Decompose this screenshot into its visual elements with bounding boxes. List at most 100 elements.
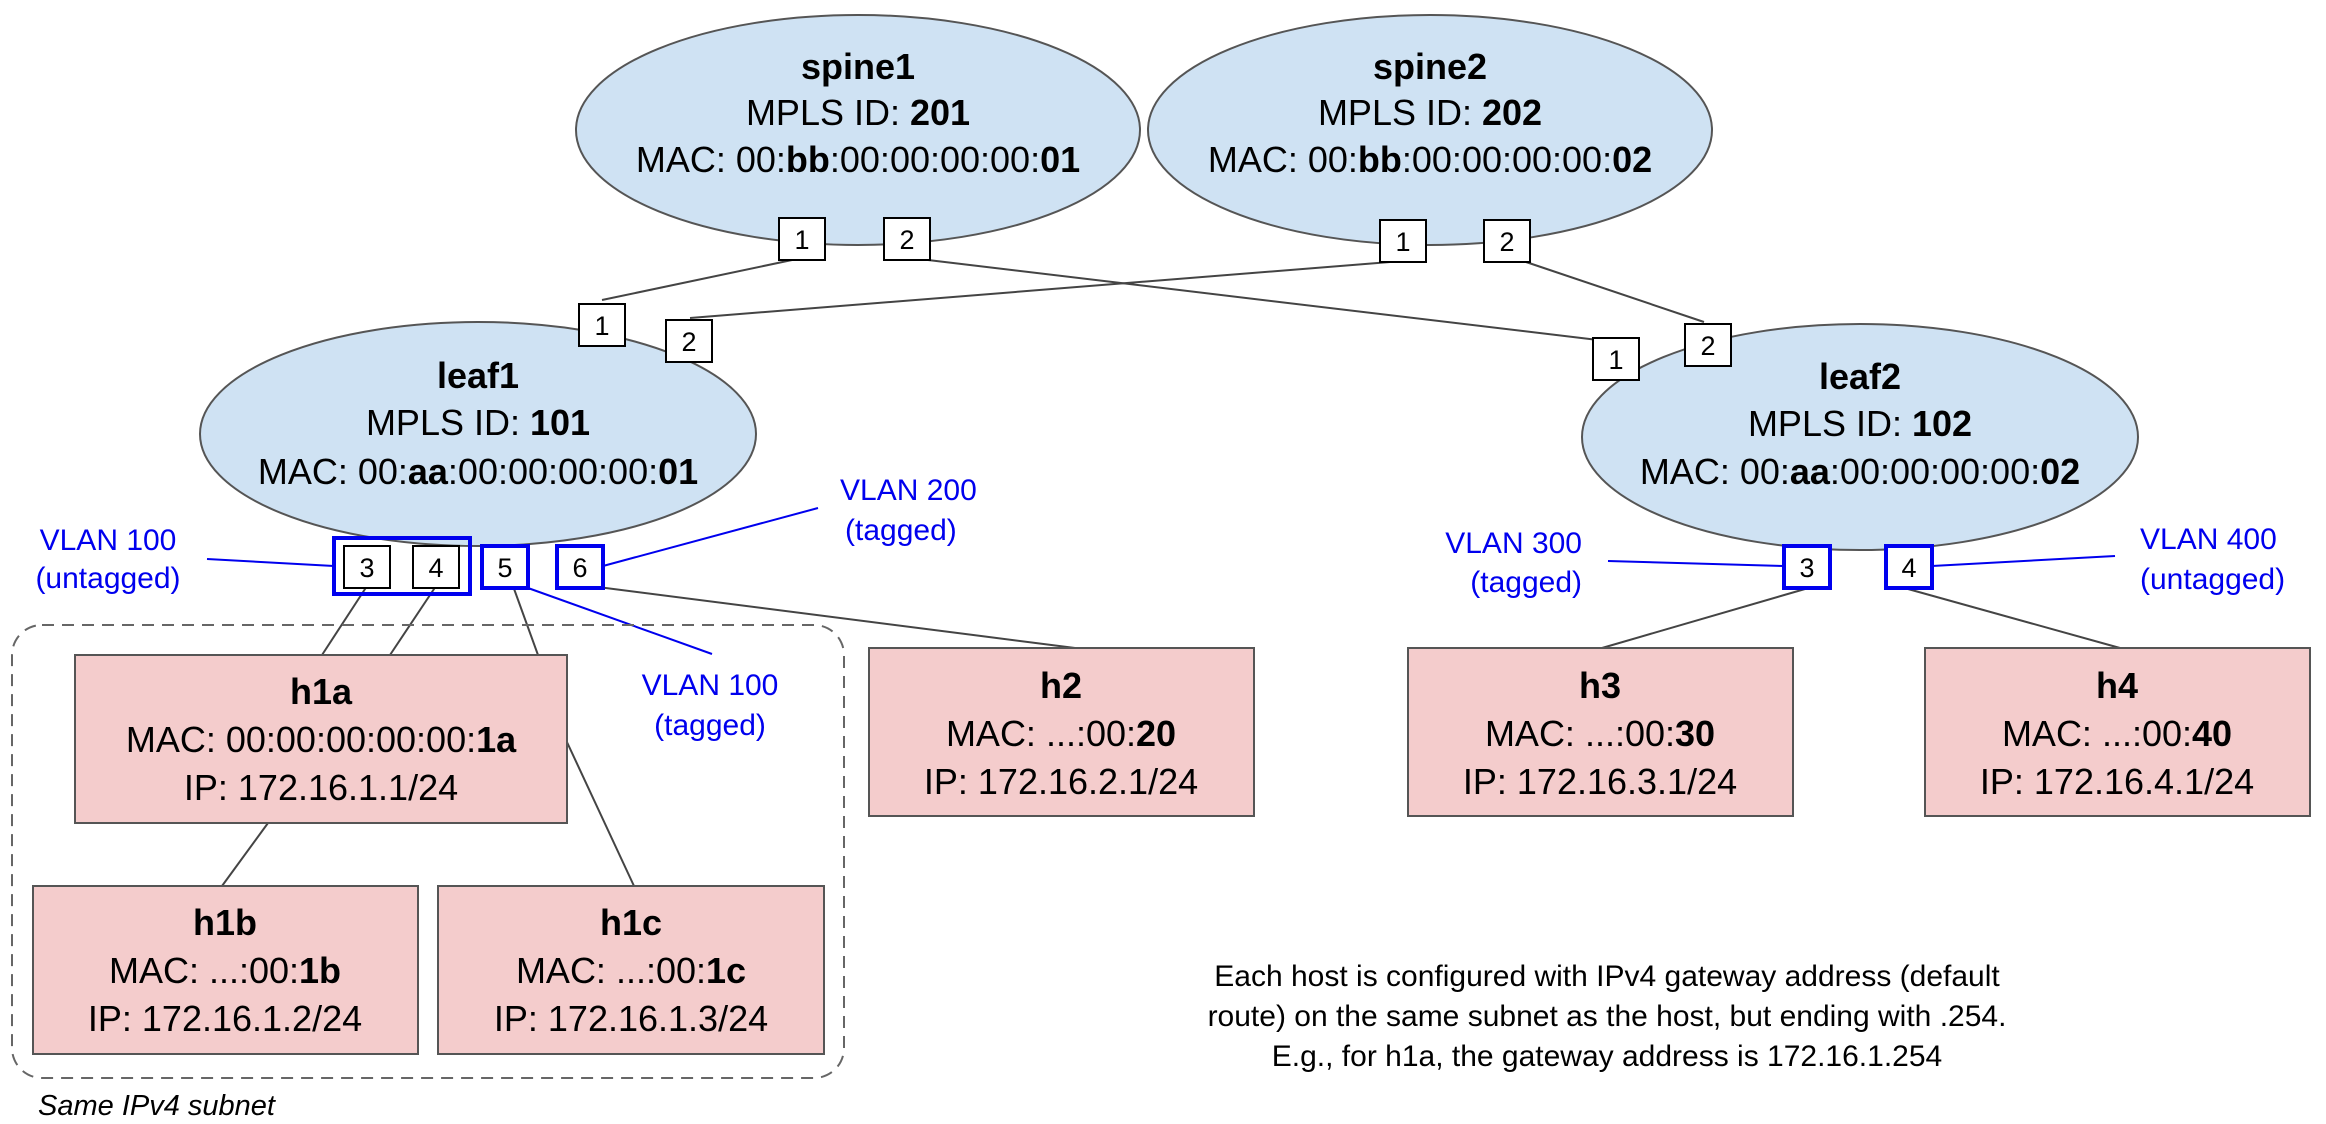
host-h4-mac: MAC: ...:00:40	[2002, 713, 2232, 754]
gateway-note-line1: Each host is configured with IPv4 gatewa…	[1214, 960, 2000, 993]
switch-spine1-mpls: MPLS ID: 201	[746, 92, 970, 133]
switch-leaf2-name: leaf2	[1819, 356, 1901, 397]
host-h2-mac: MAC: ...:00:20	[946, 713, 1176, 754]
switch-spine2-mac: MAC: 00:bb:00:00:00:00:02	[1208, 139, 1652, 180]
svg-text:2: 2	[899, 225, 914, 255]
host-h1a-name: h1a	[290, 671, 353, 712]
vlan-pointer-leaf2-3	[1607, 560, 1785, 567]
host-h2-name: h2	[1040, 665, 1082, 706]
host-h3-mac: MAC: ...:00:30	[1485, 713, 1715, 754]
svg-text:2: 2	[681, 327, 696, 357]
vlan-label-leaf2-4-line2: (untagged)	[2140, 563, 2285, 596]
svg-text:1: 1	[594, 311, 609, 341]
vlan-label-leaf1-3-4-line1: VLAN 100	[40, 524, 177, 557]
svg-text:1: 1	[794, 225, 809, 255]
port-leaf1-6: 6	[555, 544, 605, 590]
link-leaf1-p4-h1a	[389, 585, 437, 656]
switch-spine2-mpls: MPLS ID: 202	[1318, 92, 1542, 133]
vlan-pointer-leaf1-5	[527, 587, 713, 655]
vlan-label-leaf1-6-line2: (tagged)	[845, 514, 957, 547]
subnet-group-box	[11, 624, 845, 1079]
port-leaf2-2: 2	[1684, 323, 1732, 367]
vlan-label-leaf2-4-line1: VLAN 400	[2140, 523, 2277, 556]
switch-leaf1: leaf1 MPLS ID: 101 MAC: 00:aa:00:00:00:0…	[199, 321, 757, 547]
host-h3-name: h3	[1579, 665, 1621, 706]
switch-leaf1-mac: MAC: 00:aa:00:00:00:00:01	[258, 451, 698, 492]
host-h3-ip: IP: 172.16.3.1/24	[1463, 761, 1737, 802]
switch-leaf2-mpls: MPLS ID: 102	[1748, 403, 1972, 444]
vlan-label-leaf1-5-line1: VLAN 100	[642, 669, 779, 702]
host-h4-ip: IP: 172.16.4.1/24	[1980, 761, 2254, 802]
link-leaf2-p4-h4	[1907, 588, 2121, 649]
host-h1b-name: h1b	[193, 902, 257, 943]
port-spine1-2: 2	[883, 217, 931, 261]
gateway-note-line3: E.g., for h1a, the gateway address is 17…	[1272, 1040, 1942, 1073]
link-leaf2-p3-h3	[1601, 588, 1806, 649]
port-spine2-2: 2	[1483, 219, 1531, 263]
svg-text:4: 4	[1901, 553, 1916, 583]
host-h1a-ip: IP: 172.16.1.1/24	[184, 767, 458, 808]
vlan-label-leaf1-3-4-line2: (untagged)	[35, 562, 180, 595]
vlan-pointer-leaf2-4	[1931, 555, 2116, 567]
link-h1a-h1b	[221, 822, 269, 887]
switch-leaf2-mac: MAC: 00:aa:00:00:00:00:02	[1640, 451, 2080, 492]
link-leaf1-p6-h2	[589, 585, 1076, 649]
host-h2: h2 MAC: ...:00:20 IP: 172.16.2.1/24	[868, 647, 1255, 817]
link-leaf1-p5-h1c	[512, 585, 539, 656]
host-h1c: h1c MAC: ...:00:1c IP: 172.16.1.3/24	[437, 885, 825, 1055]
svg-text:5: 5	[497, 553, 512, 583]
vlan-annotations: VLAN 100 (untagged) VLAN 100 (tagged) VL…	[35, 474, 2285, 742]
vlan-label-leaf2-3-line1: VLAN 300	[1445, 527, 1582, 560]
svg-text:4: 4	[428, 553, 443, 583]
svg-text:2: 2	[1700, 331, 1715, 361]
switch-spine1-name: spine1	[801, 46, 915, 87]
gateway-note: Each host is configured with IPv4 gatewa…	[1208, 960, 2007, 1073]
switch-spine2-name: spine2	[1373, 46, 1487, 87]
switch-leaf1-mpls: MPLS ID: 101	[366, 402, 590, 443]
switch-spine1-mac: MAC: 00:bb:00:00:00:00:01	[636, 139, 1080, 180]
port-leaf2-4: 4	[1884, 544, 1934, 590]
port-leaf1-3: 3	[343, 545, 391, 589]
link-spine2-leaf2	[1525, 261, 1705, 323]
link-leaf1-p3-h1a	[321, 585, 368, 656]
host-h1a: h1a MAC: 00:00:00:00:00:1a IP: 172.16.1.…	[74, 654, 568, 824]
vlan-label-leaf1-5-line2: (tagged)	[654, 709, 766, 742]
gateway-note-line2: route) on the same subnet as the host, b…	[1208, 1000, 2007, 1033]
port-leaf1-1: 1	[578, 303, 626, 347]
port-leaf1-5: 5	[480, 544, 530, 590]
vlan-pointer-leaf1-3-4	[206, 558, 335, 567]
link-spine1-leaf1	[601, 259, 793, 301]
svg-text:3: 3	[1799, 553, 1814, 583]
svg-text:2: 2	[1499, 227, 1514, 257]
subnet-label: Same IPv4 subnet	[38, 1090, 277, 1122]
host-h1a-mac: MAC: 00:00:00:00:00:1a	[126, 719, 517, 760]
switch-leaf2-body	[1581, 323, 2139, 551]
host-h3: h3 MAC: ...:00:30 IP: 172.16.3.1/24	[1407, 647, 1794, 817]
svg-text:1: 1	[1395, 227, 1410, 257]
vlan-pointer-leaf1-6	[602, 507, 819, 567]
vlan-label-leaf1-6-line1: VLAN 200	[840, 474, 977, 507]
host-h1c-ip: IP: 172.16.1.3/24	[494, 998, 768, 1039]
svg-text:6: 6	[572, 553, 587, 583]
link-h1a-h1c	[565, 739, 635, 887]
switch-leaf2: leaf2 MPLS ID: 102 MAC: 00:aa:00:00:00:0…	[1581, 323, 2139, 551]
switch-spine2-body	[1147, 14, 1713, 246]
port-leaf1-4: 4	[412, 545, 460, 589]
host-h1b: h1b MAC: ...:00:1b IP: 172.16.1.2/24	[32, 885, 419, 1055]
switch-leaf1-name: leaf1	[437, 355, 519, 396]
switch-spine2: spine2 MPLS ID: 202 MAC: 00:bb:00:00:00:…	[1147, 14, 1713, 246]
vlan-label-leaf2-3-line2: (tagged)	[1470, 566, 1582, 599]
svg-text:3: 3	[359, 553, 374, 583]
links	[221, 259, 2121, 887]
switch-spine1-body	[575, 14, 1141, 246]
host-h4-name: h4	[2096, 665, 2138, 706]
host-h1b-mac: MAC: ...:00:1b	[109, 950, 341, 991]
host-h1b-ip: IP: 172.16.1.2/24	[88, 998, 362, 1039]
host-h1c-name: h1c	[600, 902, 662, 943]
link-spine1-leaf2	[927, 259, 1599, 341]
link-spine2-leaf1	[689, 261, 1391, 319]
switch-leaf1-body	[199, 321, 757, 547]
host-h1c-mac: MAC: ...:00:1c	[516, 950, 746, 991]
port-leaf2-1: 1	[1592, 337, 1640, 381]
